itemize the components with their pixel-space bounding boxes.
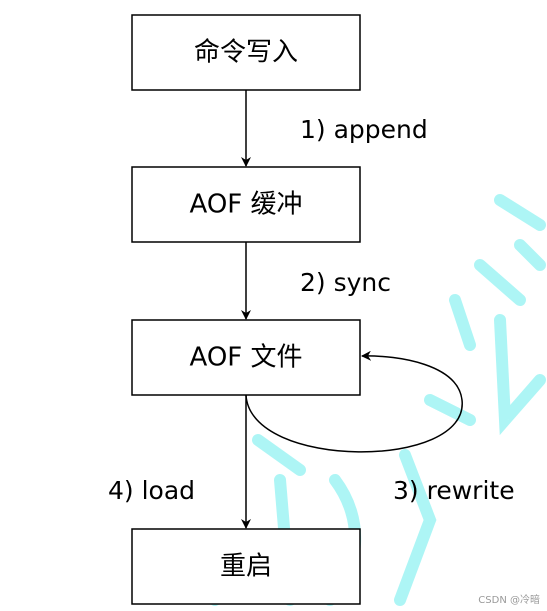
node-aof-file: AOF 文件 [131, 319, 361, 396]
node-aof-file-label: AOF 文件 [189, 343, 302, 373]
credit-text: CSDN @冷暗 [478, 593, 540, 606]
edge-rewrite-label: 3) rewrite [393, 476, 515, 505]
node-write-command: 命令写入 [131, 14, 361, 91]
node-aof-buffer: AOF 缓冲 [131, 166, 361, 243]
node-restart: 重启 [131, 528, 361, 605]
edge-rewrite: 3) rewrite [245, 350, 515, 505]
edge-append-label: 1) append [300, 115, 428, 144]
edge-load-label: 4) load [108, 476, 195, 505]
edge-append: 1) append [241, 90, 428, 167]
edge-sync: 2) sync [241, 242, 391, 320]
node-aof-buffer-label: AOF 缓冲 [189, 190, 302, 220]
edge-sync-label: 2) sync [300, 268, 391, 297]
node-write-command-label: 命令写入 [194, 38, 298, 68]
node-restart-label: 重启 [220, 552, 272, 582]
edge-load: 4) load [108, 395, 251, 529]
